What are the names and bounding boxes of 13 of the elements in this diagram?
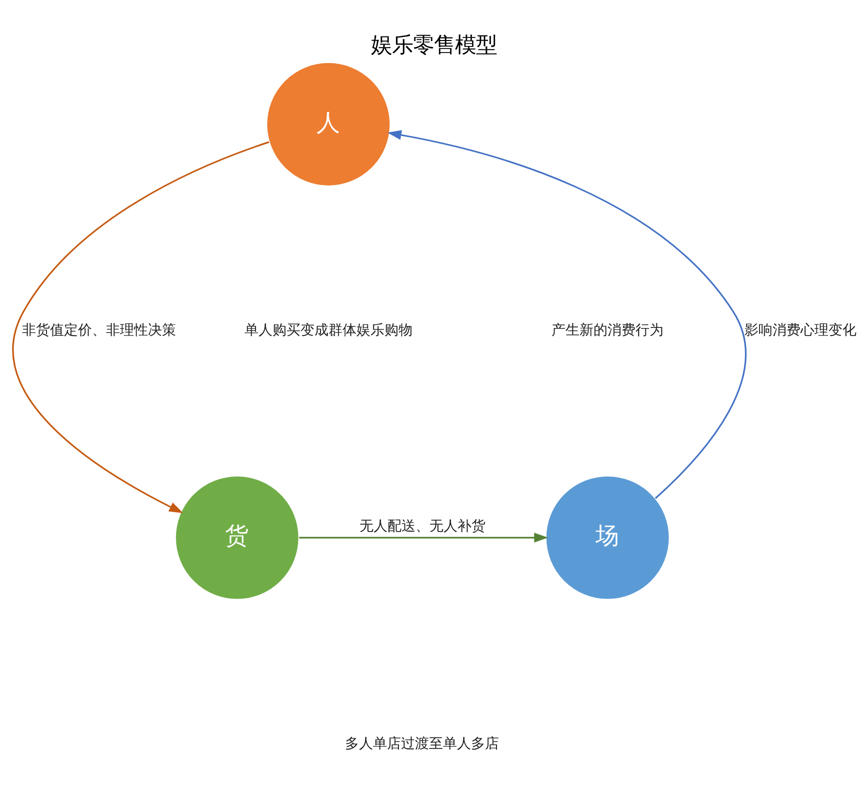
edge-label: 影响消费心理变化 [744,322,856,338]
arrow [12,140,270,513]
diagram-title: 娱乐零售模型 [371,32,498,58]
edge-label: 非货值定价、非理性决策 [22,322,176,338]
label: 多人单店过渡至单人多店 [344,736,499,752]
label: 产生新的消费行为 [552,322,664,338]
node-circle: 货 [174,474,300,600]
arrow [387,130,746,498]
node-circle: 场 [545,474,670,600]
label: 单人购买变成群体娱乐购物 [244,322,412,338]
node-circle: 人 [266,61,391,186]
edge-label: 无人配送、无人补货 [359,518,486,534]
arrow [299,532,548,542]
